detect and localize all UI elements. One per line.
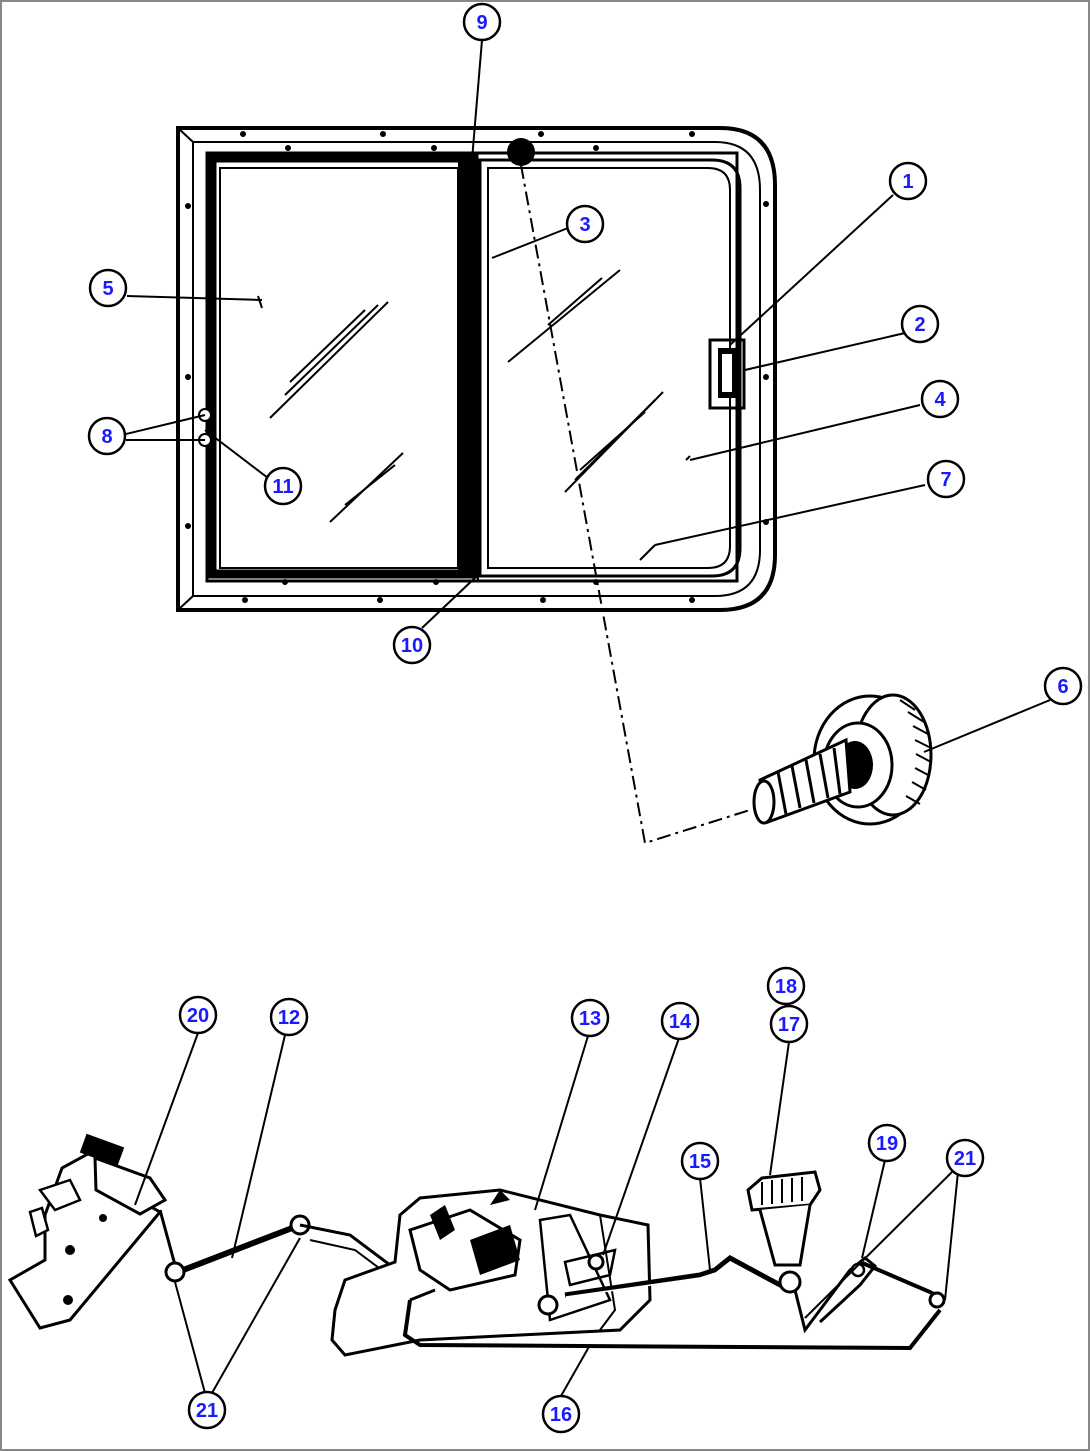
callout-19: 19 — [867, 1123, 907, 1163]
callout-14: 14 — [660, 1001, 700, 1041]
svg-text:20: 20 — [187, 1005, 209, 1027]
svg-text:1: 1 — [902, 171, 913, 193]
center-seal — [458, 160, 474, 574]
callout-20: 20 — [178, 995, 218, 1035]
glass-reflections — [257, 269, 691, 523]
callout-21-left: 21 — [187, 1390, 227, 1430]
svg-text:19: 19 — [876, 1133, 898, 1155]
sliding-glass-pane — [487, 167, 731, 569]
frame-corner-lines — [177, 127, 194, 611]
sliding-glass-outer — [478, 158, 742, 578]
callout-4: 4 — [920, 379, 960, 419]
svg-text:7: 7 — [940, 469, 951, 491]
left-glass-seal — [207, 153, 479, 579]
callout-8: 8 — [87, 416, 127, 456]
svg-text:2: 2 — [914, 314, 925, 336]
callout-13: 13 — [570, 998, 610, 1038]
callout-18: 18 — [766, 966, 806, 1006]
callout-9: 9 — [462, 2, 502, 42]
callout-2: 2 — [900, 304, 940, 344]
svg-text:13: 13 — [579, 1008, 601, 1030]
handle-paddle — [746, 1170, 822, 1212]
callouts: 1 2 3 4 5 6 7 8 9 10 11 12 13 14 15 16 1… — [87, 2, 1083, 1434]
thumb-screw — [752, 693, 933, 826]
window-inner-frame — [192, 141, 761, 597]
callout-10: 10 — [392, 625, 432, 665]
leader-lines — [125, 39, 1051, 1397]
exploded-view-line — [520, 164, 751, 845]
window-outer-frame — [176, 126, 777, 612]
svg-text:11: 11 — [272, 476, 293, 498]
svg-text:15: 15 — [689, 1151, 711, 1173]
svg-text:3: 3 — [579, 214, 590, 236]
callout-6: 6 — [1043, 666, 1083, 706]
svg-text:12: 12 — [278, 1007, 300, 1029]
callout-12: 12 — [269, 997, 309, 1037]
top-knob — [507, 138, 535, 166]
svg-text:18: 18 — [775, 976, 797, 998]
svg-text:17: 17 — [778, 1014, 800, 1036]
svg-text:21: 21 — [954, 1148, 976, 1170]
latch-block — [708, 338, 746, 410]
svg-text:5: 5 — [102, 278, 113, 300]
svg-text:10: 10 — [401, 635, 423, 657]
callout-5: 5 — [88, 268, 128, 308]
svg-text:8: 8 — [101, 426, 112, 448]
callout-21-right: 21 — [945, 1138, 985, 1178]
callout-16: 16 — [541, 1394, 581, 1434]
callout-1: 1 — [888, 161, 928, 201]
callout-15: 15 — [680, 1141, 720, 1181]
left-glass-pane — [219, 167, 459, 569]
callout-11: 11 — [263, 466, 303, 506]
svg-text:16: 16 — [550, 1404, 572, 1426]
svg-text:14: 14 — [669, 1011, 692, 1033]
svg-text:9: 9 — [476, 12, 487, 34]
sliding-window-assembly — [176, 126, 777, 612]
frame-bolts — [185, 131, 769, 603]
callout-7: 7 — [926, 459, 966, 499]
callout-17: 17 — [769, 1004, 809, 1044]
callout-3: 3 — [565, 204, 605, 244]
svg-text:21: 21 — [196, 1400, 218, 1422]
svg-text:4: 4 — [934, 389, 946, 411]
latch-slot — [722, 354, 732, 392]
latch-linkage-assembly — [7, 1133, 946, 1357]
svg-text:6: 6 — [1057, 676, 1068, 698]
